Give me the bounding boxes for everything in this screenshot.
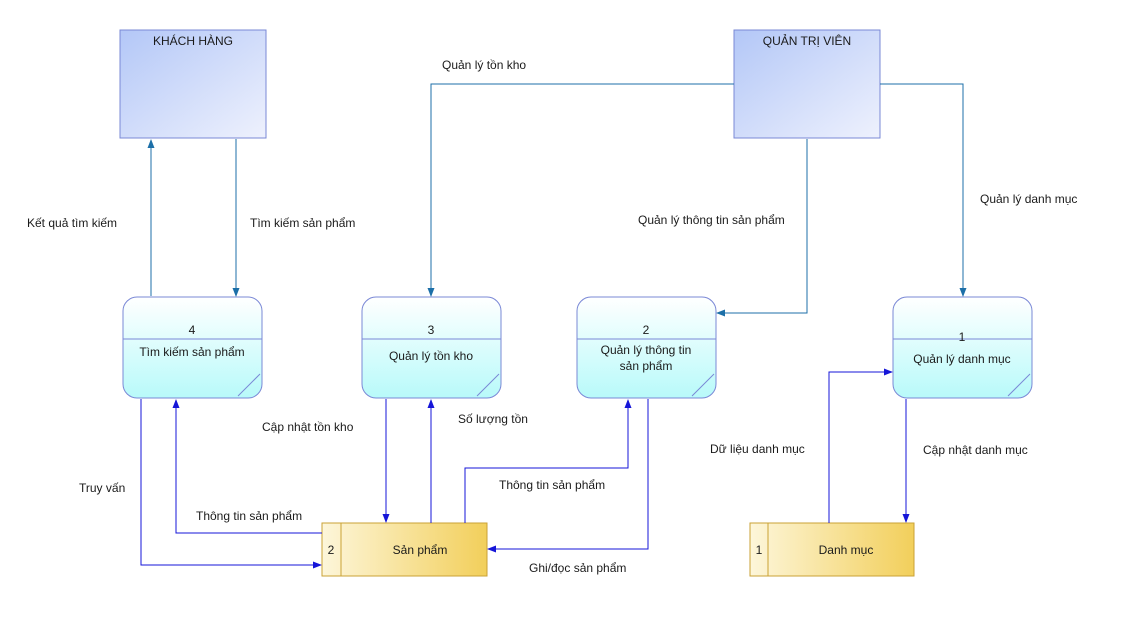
flow-admin-to-product-info[interactable]	[716, 139, 808, 317]
process-4-label: Tìm kiếm sản phẩm	[139, 345, 244, 359]
flow-label-category-data: Dữ liệu danh mục	[710, 442, 805, 456]
store-products-label: Sản phẩm	[393, 543, 448, 557]
flow-label-stock-quantity: Số lượng tồn	[458, 412, 528, 426]
process-4-id: 4	[189, 323, 196, 337]
flow-product-info-to-search[interactable]	[172, 399, 322, 534]
process-2-id: 2	[643, 323, 650, 337]
flow-product-info-to-manage[interactable]	[464, 399, 632, 523]
flow-category-data[interactable]	[828, 368, 893, 523]
flow-admin-to-category[interactable]	[880, 83, 967, 297]
flow-label-read-write-product: Ghi/đọc sản phẩm	[529, 561, 626, 575]
process-2[interactable]: 2 Quản lý thông tin sản phẩm	[576, 296, 717, 399]
flow-admin-to-inventory[interactable]	[427, 83, 734, 297]
entity-admin-label: QUẢN TRỊ VIÊN	[763, 33, 851, 48]
flow-label-admin-to-product-info: Quản lý thông tin sản phẩm	[638, 213, 785, 227]
process-2-label-line-1: Quản lý thông tin	[601, 343, 692, 357]
store-categories[interactable]: 1 Danh mục	[749, 522, 915, 577]
process-2-label-line-2: sản phẩm	[620, 359, 673, 373]
process-3-label: Quản lý tồn kho	[389, 349, 473, 363]
entity-admin[interactable]: QUẢN TRỊ VIÊN	[733, 29, 881, 139]
process-3[interactable]: 3 Quản lý tồn kho	[361, 296, 502, 399]
flow-read-write-product[interactable]	[487, 399, 649, 553]
store-products-id: 2	[328, 543, 335, 557]
entity-customer-label: KHÁCH HÀNG	[153, 33, 233, 48]
flow-label-update-category: Cập nhật danh mục	[923, 443, 1028, 457]
flow-query[interactable]	[140, 399, 322, 569]
process-1-id: 1	[959, 330, 966, 344]
store-categories-id: 1	[756, 543, 763, 557]
flow-label-query: Truy vấn	[79, 481, 125, 495]
flow-label-product-info-to-search: Thông tin sản phẩm	[196, 509, 302, 523]
process-1-label: Quản lý danh mục	[913, 352, 1010, 366]
process-1[interactable]: 1 Quản lý danh mục	[892, 296, 1033, 399]
process-3-id: 3	[428, 323, 435, 337]
flow-label-admin-to-category: Quản lý danh mục	[980, 192, 1077, 206]
flow-label-update-stock: Cập nhật tồn kho	[262, 420, 354, 434]
process-4[interactable]: 4 Tìm kiếm sản phẩm	[122, 296, 263, 399]
flow-label-search-result: Kết quả tìm kiếm	[27, 216, 117, 230]
flow-label-admin-to-inventory: Quản lý tồn kho	[442, 58, 526, 72]
entity-customer[interactable]: KHÁCH HÀNG	[119, 29, 267, 139]
store-products[interactable]: 2 Sản phẩm	[321, 522, 488, 577]
flow-label-product-info-to-manage: Thông tin sản phẩm	[499, 478, 605, 492]
flow-label-search-product: Tìm kiếm sản phẩm	[250, 216, 355, 230]
store-categories-label: Danh mục	[819, 543, 874, 557]
